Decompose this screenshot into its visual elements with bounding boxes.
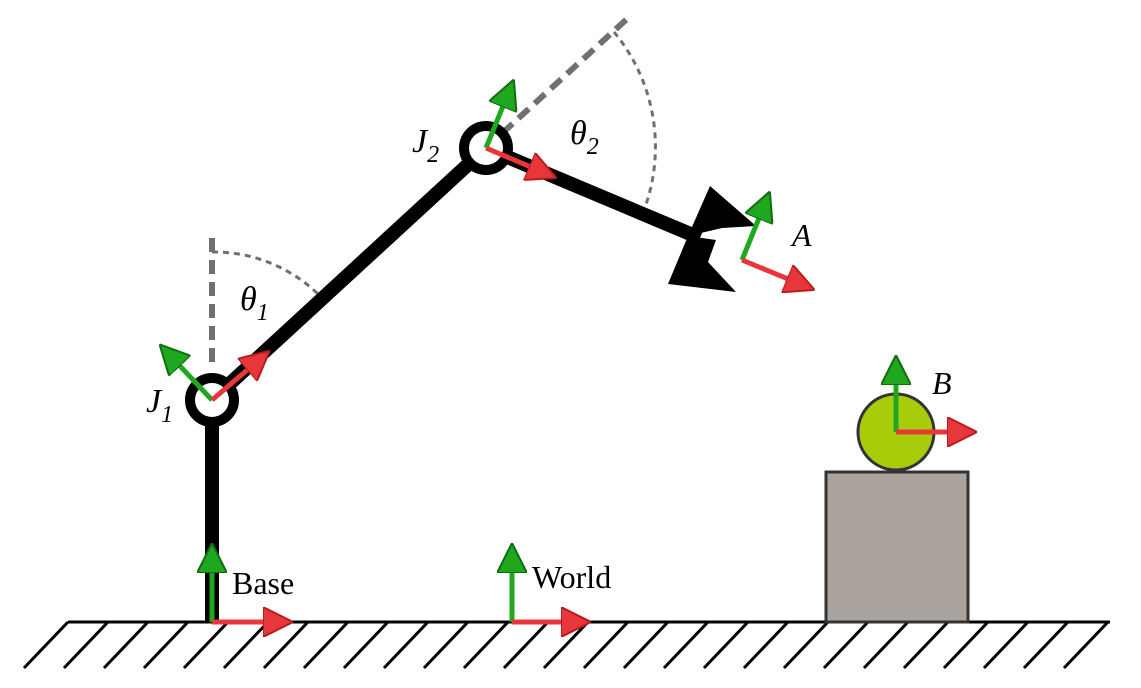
ground-hatch-line bbox=[582, 620, 630, 670]
ground-hatch-line bbox=[182, 620, 230, 670]
joint1-subscript: 1 bbox=[161, 402, 173, 428]
ground-hatch-line bbox=[382, 620, 430, 670]
frame-b-label: B bbox=[932, 365, 952, 401]
theta2-letter: θ bbox=[570, 115, 587, 152]
ground-hatch-line bbox=[1022, 620, 1070, 670]
theta1-subscript: 1 bbox=[257, 300, 269, 326]
ground-hatch-line bbox=[1062, 620, 1110, 670]
frame-a-axes bbox=[739, 196, 810, 288]
joint2-label: J2 bbox=[412, 123, 439, 168]
frame-base-label: Base bbox=[232, 565, 294, 601]
ground-hatch-line bbox=[462, 620, 510, 670]
ground-hatch-line bbox=[782, 620, 830, 670]
ground-hatch-line bbox=[542, 620, 590, 670]
gripper-icon bbox=[668, 186, 756, 292]
theta2-label: θ2 bbox=[570, 115, 599, 160]
pedestal-box bbox=[824, 470, 970, 624]
theta1-label: θ1 bbox=[240, 281, 269, 326]
theta1-reference bbox=[209, 238, 324, 368]
frame-j1-axes bbox=[163, 348, 266, 402]
joint1-letter: J bbox=[146, 383, 163, 420]
ground-hatch-line bbox=[982, 620, 1030, 670]
ground-hatch-line bbox=[662, 620, 710, 670]
ground-hatch-line bbox=[822, 620, 870, 670]
ground-hatch-line bbox=[862, 620, 910, 670]
ground bbox=[22, 620, 1110, 670]
ground-hatch-line bbox=[342, 620, 390, 670]
ground-hatch-line bbox=[742, 620, 790, 670]
ground-hatch-line bbox=[902, 620, 950, 670]
frame-base-axes bbox=[212, 548, 288, 622]
ground-hatch-line bbox=[102, 620, 150, 670]
frame-world-axes bbox=[512, 548, 586, 622]
joint2-subscript: 2 bbox=[427, 142, 439, 168]
frame-j2-axes bbox=[483, 84, 552, 176]
ground-hatch-line bbox=[942, 620, 990, 670]
joint1-label: J1 bbox=[146, 383, 173, 428]
ground-hatch-line bbox=[702, 620, 750, 670]
frame-a-label: A bbox=[790, 217, 812, 253]
ground-hatch-line bbox=[22, 620, 70, 670]
theta1-letter: θ bbox=[240, 281, 257, 318]
ground-hatch-line bbox=[62, 620, 110, 670]
ground-hatch-line bbox=[302, 620, 350, 670]
ground-hatch-line bbox=[502, 620, 550, 670]
frame-world-label: World bbox=[532, 559, 611, 595]
ground-hatch-line bbox=[262, 620, 310, 670]
ground-hatch-line bbox=[422, 620, 470, 670]
joint2-letter: J bbox=[412, 123, 429, 160]
ground-hatch-line bbox=[222, 620, 270, 670]
robot-links bbox=[205, 141, 703, 622]
ground-hatch-line bbox=[142, 620, 190, 670]
ground-hatch-line bbox=[622, 620, 670, 670]
theta2-subscript: 2 bbox=[587, 134, 599, 160]
frame-b-axes bbox=[896, 360, 972, 432]
theta2-reference bbox=[483, 15, 657, 211]
